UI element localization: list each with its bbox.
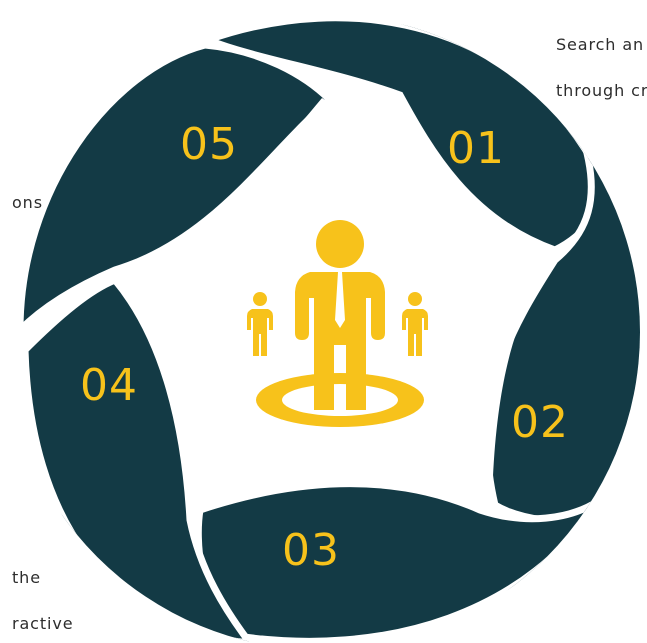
follower-right-body — [402, 309, 428, 356]
spotlight-ring-inner — [282, 384, 398, 416]
leader-body — [295, 272, 385, 410]
segment-03 — [194, 480, 603, 643]
follower-left-head — [253, 292, 267, 306]
caption-left-line-1: ons — [11, 193, 43, 212]
segment-05-number: 05 — [180, 119, 238, 170]
person-leader-icon — [247, 220, 428, 427]
caption-top-right-line-2: through cr — [555, 81, 647, 100]
caption-bottom-left-line-1: the — [11, 568, 41, 587]
caption-bottom-left-line-2: ractive — [11, 614, 74, 633]
caption-top-right-line-1: Search an — [555, 35, 645, 54]
caption-left: ons — [0, 168, 43, 214]
segment-01-number: 01 — [447, 123, 505, 174]
leader-head — [316, 220, 364, 268]
segment-05 — [16, 41, 336, 339]
segment-02 — [483, 127, 640, 526]
caption-bottom-left: the ractive — [0, 543, 74, 635]
follower-right-head — [408, 292, 422, 306]
segment-03-number: 03 — [282, 525, 340, 576]
segment-02-number: 02 — [511, 397, 569, 448]
segments-group — [16, 14, 640, 643]
caption-top-right: Search an through cr — [544, 10, 647, 102]
leader-tie — [335, 272, 345, 328]
follower-left-body — [247, 309, 273, 356]
segment-04-number: 04 — [80, 360, 138, 411]
